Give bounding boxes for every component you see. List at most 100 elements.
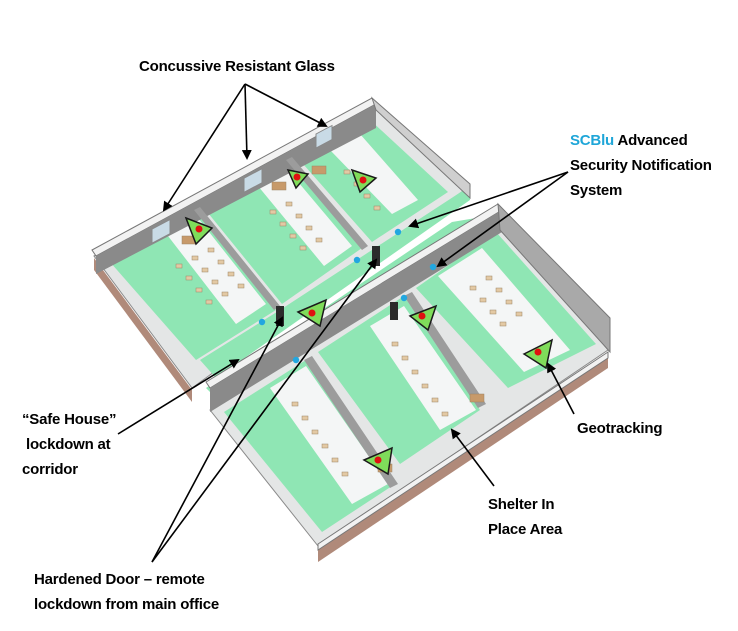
back-brick-left [94,258,192,402]
front-building [205,202,611,562]
label-scblu-system: SCBlu Advanced Security Notification Sys… [570,132,712,199]
front-wall-face [210,210,502,412]
chair-icon [391,341,399,347]
notification-sensor-icon [353,256,361,264]
chair-icon [331,457,339,463]
chair-icon [195,287,203,293]
notification-sensor-icon [429,263,437,271]
geotracking-tracker-icon [350,168,378,194]
chair-icon [315,237,323,243]
back-room-3-aisle [330,134,418,214]
chair-icon [211,279,219,285]
chair-icon [401,355,409,361]
desk-icon [469,393,485,403]
chair-icon [295,213,303,219]
geotracking-tracker-icon [362,446,393,476]
chair-icon [285,201,293,207]
notification-sensor-icon [258,318,266,326]
safe-arrow [117,358,240,435]
window-icon [243,167,263,194]
chair-icon [191,255,199,261]
geotracking-tracker-icon [296,298,328,328]
back-right-wall [370,96,471,200]
label-hardened-door: Hardened Door – remote lockdown from mai… [34,571,220,613]
label-geotracking: Geotracking [577,420,663,437]
callout-arrows [117,83,575,563]
glass-arrow-3 [244,83,328,127]
chair-icon [289,233,297,239]
door-arrow-1 [151,316,283,563]
chair-icon [515,311,523,317]
chair-icon [321,443,329,449]
chair-icon [201,267,209,273]
back-corridor [200,186,470,378]
back-partition-1 [194,207,280,310]
chair-icon [431,397,439,403]
shelter-arrow [450,428,495,487]
notification-sensor-icon [400,294,408,302]
chair-icon [479,297,487,303]
front-room-3-aisle [438,248,570,372]
geotracking-arrow [547,362,575,415]
chair-icon [269,209,277,215]
hardened-door-icon [390,302,398,320]
back-room-2-aisle [258,170,352,266]
chair-icon [291,401,299,407]
scblu-brand: SCBlu [570,132,615,149]
chair-icon [421,383,429,389]
seating [175,165,523,477]
door-arrow-2 [151,258,378,563]
geotracking-tracker-icon [522,338,554,370]
chair-icon [489,309,497,315]
chair-icon [217,259,225,265]
scblu-arrow-1 [408,171,569,229]
chair-icon [221,291,229,297]
notification-sensor-icon [394,228,402,236]
chair-icon [469,285,477,291]
geotracking-tracker-icon [184,216,214,246]
glass-arrow-2 [241,83,252,160]
geotracking-tracker-icon [408,304,438,332]
label-safe-house: “Safe House” lockdown at corridor [22,411,117,478]
chair-icon [411,369,419,375]
chair-icon [343,169,351,175]
chair-icon [311,429,319,435]
front-room-2-aisle [370,306,476,430]
chair-icon [175,263,183,269]
chair-icon [207,247,215,253]
glass-arrow-1 [162,83,246,212]
chair-icon [441,411,449,417]
chair-icon [205,299,213,305]
chair-icon [227,271,235,277]
chair-icon [279,221,287,227]
label-concussive-resistant-glass: Concussive Resistant Glass [139,58,335,75]
chair-icon [373,205,381,211]
window-icon [151,218,171,244]
chair-icon [341,471,349,477]
geotrackers [184,168,554,476]
label-shelter-in-place: Shelter In Place Area [488,496,563,538]
chair-icon [185,275,193,281]
chair-icon [495,287,503,293]
front-room-1-aisle [270,366,388,504]
notification-sensor-icon [292,356,300,364]
window-icon [315,124,333,149]
front-bottom-wall [317,351,609,551]
hardened-door-icon [276,306,284,326]
chair-icon [299,245,307,251]
front-brick-face [318,356,608,562]
chair-icon [237,283,245,289]
chair-icon [301,415,309,421]
notification-sensors [258,228,437,364]
chair-icon [305,225,313,231]
chair-icon [505,299,513,305]
chair-icon [499,321,507,327]
hardened-door-icon [372,246,380,266]
desk-icon [271,181,287,191]
back-room-1-aisle [168,218,266,324]
geotracking-tracker-icon [286,168,310,190]
back-partition-2 [286,157,368,250]
desk-icon [311,165,327,175]
scblu-arrow-2 [436,171,569,268]
